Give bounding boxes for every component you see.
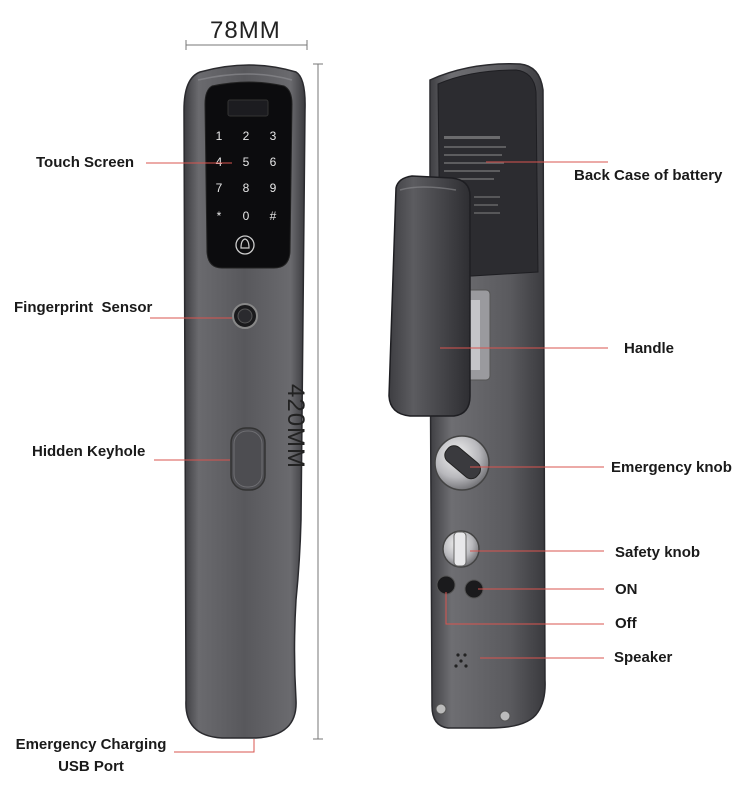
label-emergency-charging-line1: Emergency Charging	[15, 736, 167, 753]
on-off-buttons	[436, 575, 484, 599]
keypad-key: 8	[243, 181, 250, 195]
keypad-key: *	[217, 209, 222, 223]
safety-knob	[442, 530, 480, 568]
label-back-case: Back Case of battery	[574, 167, 723, 184]
handle	[388, 175, 471, 417]
leader-off	[445, 592, 604, 625]
keypad-key: #	[270, 209, 277, 223]
keypad-key: 9	[270, 181, 277, 195]
keypad-key: 4	[216, 155, 223, 169]
label-handle: Handle	[624, 340, 675, 357]
label-emergency-charging-line2: USB Port	[58, 758, 124, 775]
leader-lines	[146, 161, 608, 753]
label-fingerprint-sensor: Fingerprint Sensor	[14, 299, 153, 316]
speaker-grill	[454, 653, 468, 668]
label-speaker: Speaker	[614, 649, 673, 666]
emergency-knob	[434, 435, 490, 491]
label-emergency-knob: Emergency knob	[611, 459, 732, 476]
keypad-key: 6	[270, 155, 277, 169]
keypad-key: 5	[243, 155, 250, 169]
touch-screen-panel	[204, 81, 293, 269]
label-hidden-keyhole: Hidden Keyhole	[32, 443, 146, 460]
fingerprint-sensor	[232, 303, 258, 329]
display-window	[227, 99, 269, 117]
label-emergency-charging: Emergency Charging USB Port	[6, 734, 176, 778]
width-dimension-label: 78MM	[210, 17, 281, 44]
width-dimension-line	[185, 40, 308, 50]
doorbell-icon	[235, 235, 255, 255]
keypad-key: 1	[216, 129, 223, 143]
label-on: ON	[615, 581, 638, 598]
mounting-screws	[435, 703, 511, 722]
keypad: 1 2 3 4 5 6 7 8 9 * 0 #	[216, 129, 277, 223]
keypad-key: 7	[216, 181, 223, 195]
height-dimension-line	[313, 63, 323, 740]
keypad-key: 3	[270, 129, 277, 143]
label-off: Off	[615, 615, 637, 632]
hidden-keyhole-cover	[230, 427, 266, 491]
leader-usb-port	[174, 739, 255, 753]
label-safety-knob: Safety knob	[615, 544, 701, 561]
height-dimension-label: 420MM	[282, 384, 309, 470]
keypad-key: 2	[243, 129, 250, 143]
keypad-key: 0	[243, 209, 250, 223]
label-touch-screen: Touch Screen	[36, 154, 135, 171]
